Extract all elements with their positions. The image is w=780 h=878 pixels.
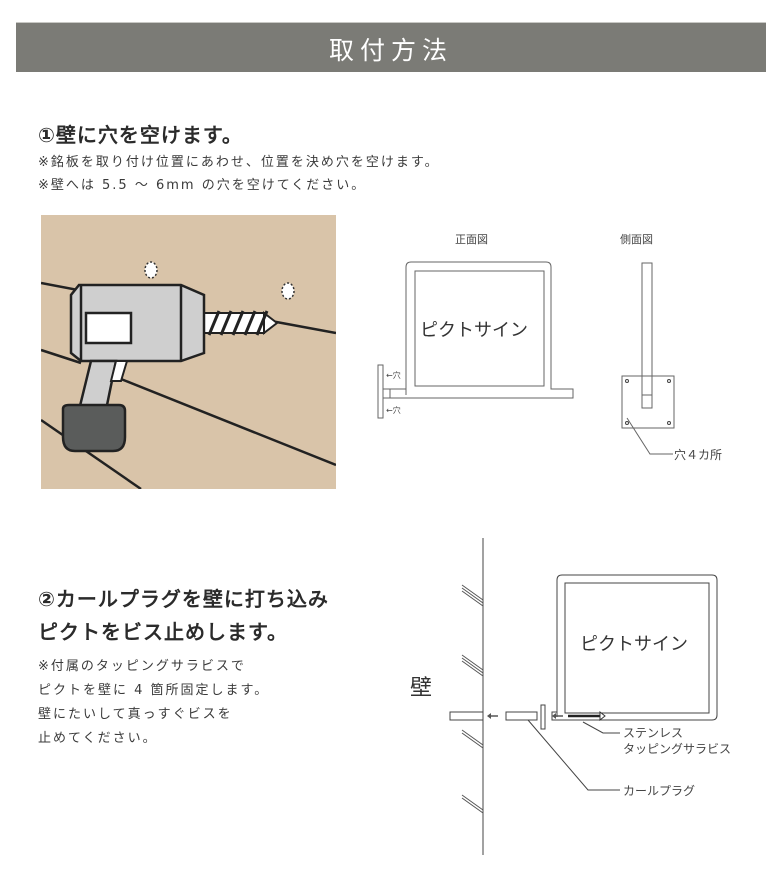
drill-drawing (41, 261, 336, 489)
section-banner: 取付方法 (16, 22, 766, 72)
front-view-hole-label-2: ←穴 (386, 406, 401, 415)
front-view-label: 正面図 (455, 233, 488, 246)
step1-note-1: ※銘板を取り付け位置にあわせ、位置を決め穴を空けます。 (38, 155, 440, 170)
screw-label-line1: ステンレス (623, 726, 684, 740)
installation-diagram (449, 538, 718, 855)
diagram-sign-text: ピクトサイン (580, 634, 688, 655)
drill-illustration (41, 215, 336, 489)
page-title: 取付方法 (328, 36, 453, 65)
screw-label-line2: タッピングサラビス (623, 742, 732, 756)
step1-heading: ①壁に穴を空けます。 (38, 123, 243, 147)
step2-note-1: ※付属のタッピングサラビスで (38, 659, 246, 674)
side-view-diagram (621, 262, 675, 455)
wall-label: 壁 (410, 676, 433, 701)
plug-label: カールプラグ (623, 784, 696, 798)
step2-heading-line1: ②カールプラグを壁に打ち込み (38, 587, 329, 611)
step2-note-3: 壁にたいして真っすぐビスを (38, 707, 233, 722)
front-view-sign-text: ピクトサイン (420, 320, 528, 341)
step2-note-2: ピクトを壁に 4 箇所固定します。 (38, 683, 270, 698)
step1-note-2: ※壁へは 5.5 ～ 6mm の穴を空けてください。 (38, 178, 367, 193)
front-view-diagram (377, 261, 574, 419)
front-view-hole-label-1: ←穴 (386, 371, 401, 380)
side-view-label: 側面図 (620, 233, 653, 246)
step2-heading-line2: ピクトをビス止めします。 (38, 620, 288, 644)
side-view-holes-label: 穴４カ所 (674, 448, 723, 462)
step2-note-4: 止めてください。 (38, 731, 158, 746)
